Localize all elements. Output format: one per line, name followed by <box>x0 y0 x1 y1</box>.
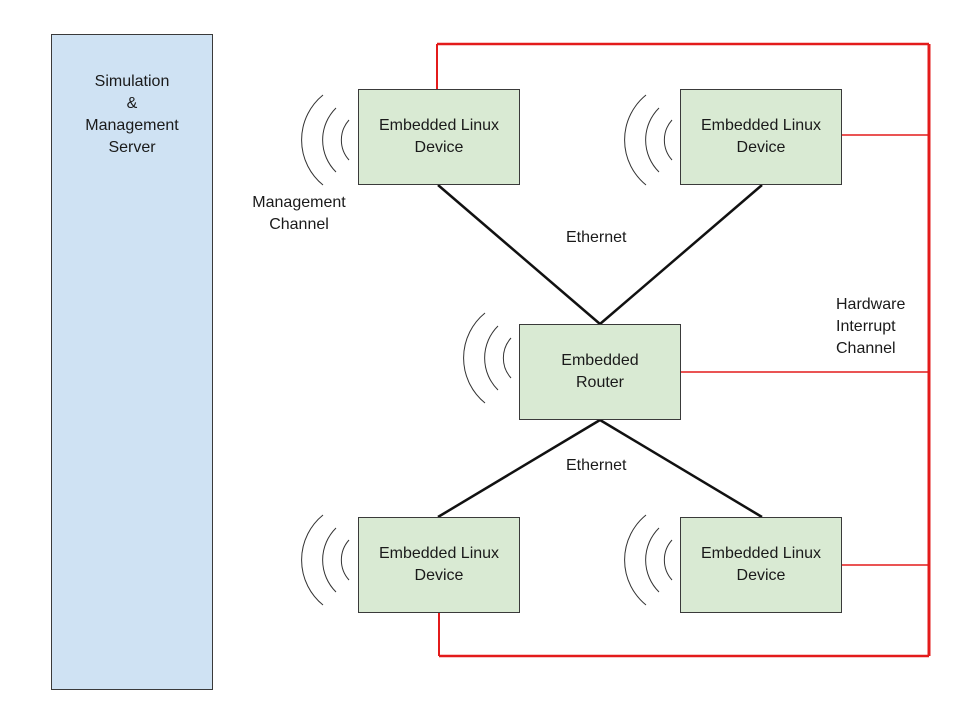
wireless-signal-icon <box>301 514 350 606</box>
ethernet-label-top: Ethernet <box>566 229 627 246</box>
router-label-line-1: Embedded <box>561 352 639 369</box>
wireless-signal-icon <box>301 94 350 186</box>
ethernet-label-bottom: Ethernet <box>566 457 627 474</box>
server-label-line-1: Simulation <box>94 73 170 90</box>
device-label-line-2: Device <box>414 567 464 584</box>
device-label-line-2: Device <box>736 567 786 584</box>
server-label-line-4: Server <box>108 139 156 156</box>
device-label-line-2: Device <box>414 139 464 156</box>
server-label-line-3: Management <box>85 117 179 134</box>
ethernet-links <box>437 184 763 519</box>
wireless-signal-icon <box>463 312 512 404</box>
hardware-interrupt-channel-label: Hardware Interrupt Channel <box>836 294 905 360</box>
hardware-interrupt-line-3: Channel <box>836 340 896 357</box>
ethernet-link-top-right <box>599 184 763 325</box>
server-label-line-2: & <box>126 95 138 112</box>
embedded-router: Embedded Router <box>519 324 681 420</box>
router-label-line-2: Router <box>575 374 625 391</box>
management-channel-line-2: Channel <box>269 216 329 233</box>
hardware-interrupt-line-2: Interrupt <box>836 318 896 335</box>
device-label-line-1: Embedded Linux <box>378 117 500 134</box>
device-label-line-2: Device <box>736 139 786 156</box>
management-channel-label: Management Channel <box>244 192 354 236</box>
device-label-line-1: Embedded Linux <box>700 117 822 134</box>
wireless-signal-icon <box>624 94 673 186</box>
embedded-linux-device-bottom-left: Embedded Linux Device <box>358 517 520 613</box>
hardware-interrupt-lines <box>436 42 931 658</box>
ethernet-link-bottom-right <box>599 418 763 519</box>
management-channel-line-1: Management <box>252 194 346 211</box>
device-label-line-1: Embedded Linux <box>378 545 500 562</box>
ethernet-link-top-left <box>437 184 601 325</box>
ethernet-link-bottom-left <box>437 418 601 519</box>
simulation-management-server: Simulation & Management Server <box>51 34 213 690</box>
embedded-linux-device-top-left: Embedded Linux Device <box>358 89 520 185</box>
embedded-linux-device-top-right: Embedded Linux Device <box>680 89 842 185</box>
embedded-linux-device-bottom-right: Embedded Linux Device <box>680 517 842 613</box>
wireless-signal-icon <box>624 514 673 606</box>
hardware-interrupt-line-1: Hardware <box>836 296 906 313</box>
device-label-line-1: Embedded Linux <box>700 545 822 562</box>
